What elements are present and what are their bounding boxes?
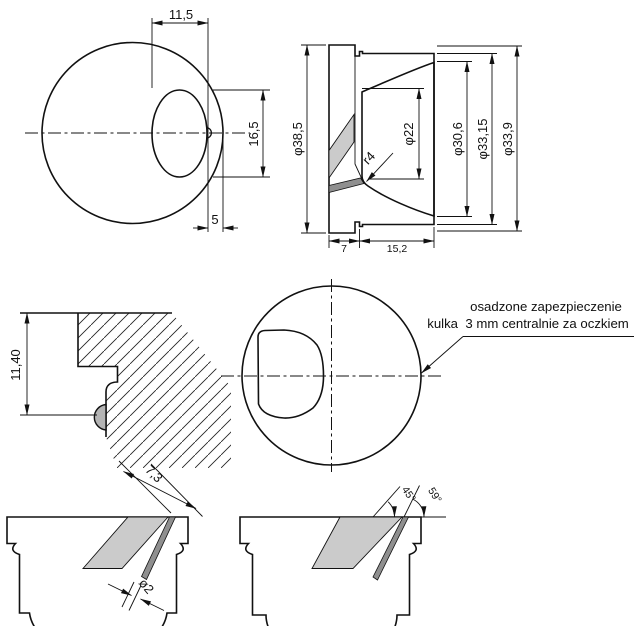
dim-label-angle-b: 59° (425, 485, 444, 505)
dim-label-dia-bore: φ22 (401, 123, 416, 146)
annotation-line2: kulka 3 mm centralnie za oczkiem (427, 316, 629, 331)
annotation-line1: osadzone zapezpieczenie (470, 299, 622, 314)
front-ball-detent (205, 126, 212, 139)
detail-ball (93, 403, 107, 431)
dim-label-dia-inner: φ30,6 (450, 122, 465, 156)
leader-arrow (421, 336, 464, 374)
dim-label-front-width: 11,5 (169, 7, 193, 22)
dim-label-front-offset: 5 (211, 212, 218, 227)
section-view: φ38,5 φ22 φ30,6 φ33,15 φ33,9 r4 (290, 44, 522, 255)
dim-label-hole-dia: ø2 (136, 575, 157, 596)
angle-body-outline (239, 516, 422, 626)
angle-view-dimensions: 45° 59° (372, 484, 446, 518)
dim-label-dia-lip: φ33,9 (500, 122, 515, 156)
front-eye-opening (151, 89, 208, 178)
detail-profile (77, 313, 119, 437)
angle-section-view: 45° 59° (239, 484, 446, 626)
dim-label-dia-mid: φ33,15 (475, 119, 490, 160)
section-body-outline (328, 44, 435, 234)
section-inner-wall-line (354, 56, 365, 184)
back-slot-opening (257, 329, 325, 419)
slot-section-view: 7,3 ø2 (6, 460, 203, 626)
front-view-dimensions: 11,5 16,5 5 (151, 7, 270, 232)
slot-channel (140, 516, 177, 581)
dim-label-eye-height: 16,5 (246, 121, 261, 146)
dim-label-flange-length: 7 (341, 243, 347, 255)
slot-cut (82, 516, 170, 569)
slot-body-outline (6, 516, 189, 626)
detail-view-dimensions: 11,40 (8, 312, 97, 416)
dim-label-detail-height: 11,40 (8, 349, 23, 381)
front-outer-circle (41, 41, 224, 225)
section-view-dimensions: φ38,5 φ22 φ30,6 φ33,15 φ33,9 r4 (290, 44, 522, 255)
angle-slot-cut (311, 516, 404, 569)
detail-view: 11,40 (8, 312, 231, 468)
dim-label-body-length: 15,2 (387, 243, 408, 255)
detail-hatch-region (78, 313, 231, 468)
section-channel-cut (328, 177, 365, 194)
section-cavity (361, 61, 435, 218)
dim-label-dia-outer: φ38,5 (290, 122, 305, 156)
section-slot-cut (328, 113, 355, 180)
back-view: osadzone zapezpieczenie kulka 3 mm centr… (221, 279, 634, 472)
front-view: 11,5 16,5 5 (25, 7, 270, 232)
annotation: osadzone zapezpieczenie kulka 3 mm centr… (421, 299, 634, 374)
angle-channel (372, 516, 410, 581)
